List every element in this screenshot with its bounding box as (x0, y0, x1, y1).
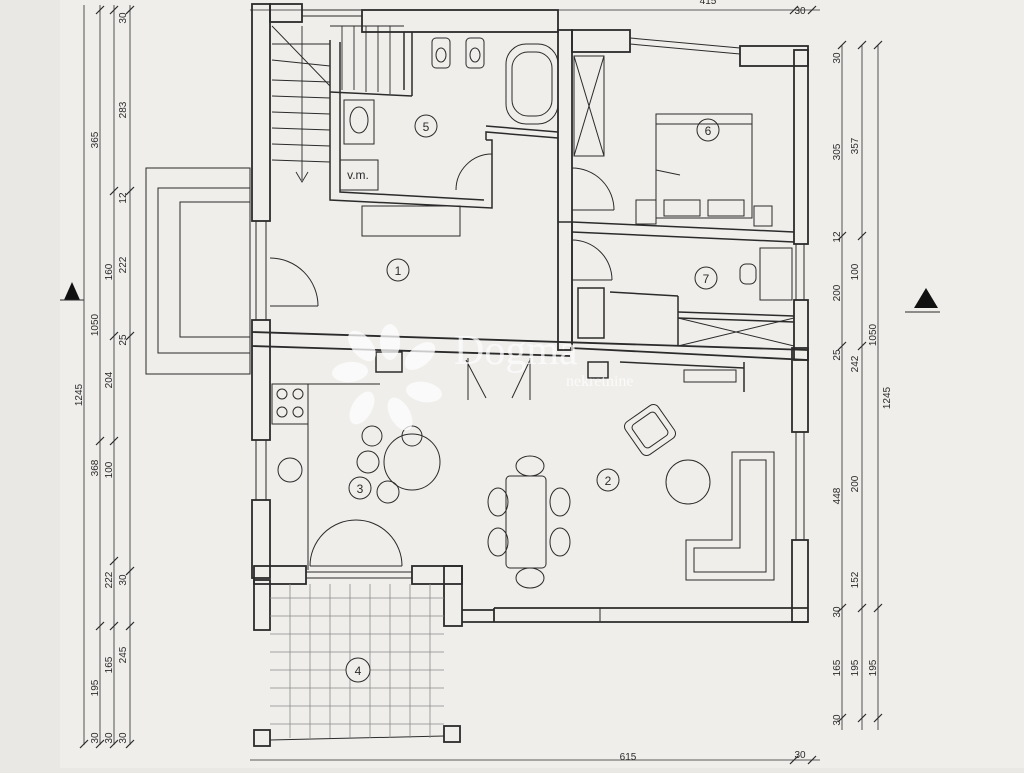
section-marker-right (905, 288, 940, 313)
room-label-2: 2 (596, 468, 620, 492)
dim-left-195: 195 (90, 679, 101, 696)
room-label-5: 5 (414, 114, 438, 138)
dim-right-305: 305 (832, 143, 843, 160)
dim-left-245: 245 (118, 646, 129, 663)
kitchen-fixtures (271, 358, 531, 570)
dim-left-222: 222 (118, 256, 129, 273)
room-label-4: 4 (345, 657, 371, 683)
room-number-4: 4 (355, 664, 362, 678)
dim-bottom-30: 30 (794, 750, 806, 761)
dim-left-165: 165 (104, 656, 115, 673)
dim-right-25: 25 (832, 349, 843, 361)
dim-left-25: 25 (118, 334, 129, 346)
dim-right-100: 100 (850, 263, 861, 280)
dim-left-160: 160 (104, 263, 115, 280)
staircase (271, 25, 404, 183)
dim-left-222b: 222 (104, 571, 115, 588)
room-7-fixtures (677, 247, 795, 347)
dim-right-448: 448 (832, 487, 843, 504)
dim-left-368: 368 (90, 459, 101, 476)
dim-right-1050: 1050 (868, 323, 879, 346)
dim-right-195b: 195 (868, 659, 879, 676)
living-fixtures (487, 369, 775, 589)
dim-right-1245: 1245 (882, 386, 893, 409)
dim-left-100: 100 (104, 461, 115, 478)
entrance-porch (145, 167, 251, 375)
dim-left-30a: 30 (90, 732, 101, 744)
room-number-7: 7 (703, 272, 710, 286)
watermark-subtitle: nekretnine (566, 373, 634, 390)
dimension-lines (79, 5, 883, 765)
dim-right-152: 152 (850, 571, 861, 588)
dim-left-1050: 1050 (90, 313, 101, 336)
dim-left-283: 283 (118, 101, 129, 118)
room-number-5: 5 (423, 120, 430, 134)
dim-right-30-mid: 30 (832, 606, 843, 618)
bedroom-fixtures (573, 55, 773, 227)
dim-top-30: 30 (794, 6, 806, 17)
dim-left-12: 12 (118, 192, 129, 204)
section-marker-left (60, 282, 84, 301)
watermark: Dogma nekretnine (332, 324, 634, 431)
dim-right-200a: 200 (832, 284, 843, 301)
dim-right-30-bot: 30 (832, 714, 843, 726)
dim-right-357: 357 (850, 137, 861, 154)
room-label-3: 3 (348, 476, 372, 500)
room-label-6: 6 (696, 118, 720, 142)
room-number-2: 2 (605, 474, 612, 488)
dim-left-30-mid: 30 (118, 574, 129, 586)
dim-left-365: 365 (90, 131, 101, 148)
dim-bottom-615: 615 (620, 752, 637, 763)
dim-right-30-top: 30 (832, 52, 843, 64)
dim-right-200b: 200 (850, 475, 861, 492)
dim-left-1245: 1245 (74, 383, 85, 406)
dim-top-415: 415 (700, 0, 717, 7)
room-number-3: 3 (357, 482, 364, 496)
bathroom-fixtures (339, 37, 559, 191)
room-label-1: 1 (386, 258, 410, 282)
watermark-title: Dogma (454, 328, 578, 374)
dim-right-12: 12 (832, 231, 843, 243)
room-label-7: 7 (694, 266, 718, 290)
hall-fixtures (269, 150, 615, 350)
dim-left-204: 204 (104, 371, 115, 388)
washing-machine-label: v.m. (347, 168, 369, 182)
dim-right-195a: 195 (850, 659, 861, 676)
dim-right-165: 165 (832, 659, 843, 676)
dim-left-30-b2: 30 (118, 732, 129, 744)
dim-left-30-b1: 30 (104, 732, 115, 744)
dim-right-242: 242 (850, 355, 861, 372)
watermark-logo-icon (332, 324, 442, 431)
room-number-1: 1 (395, 264, 402, 278)
room-number-6: 6 (705, 124, 712, 138)
exterior-walls (251, 3, 809, 747)
paper-sheet (60, 0, 1024, 768)
dim-left-30-top: 30 (118, 12, 129, 24)
